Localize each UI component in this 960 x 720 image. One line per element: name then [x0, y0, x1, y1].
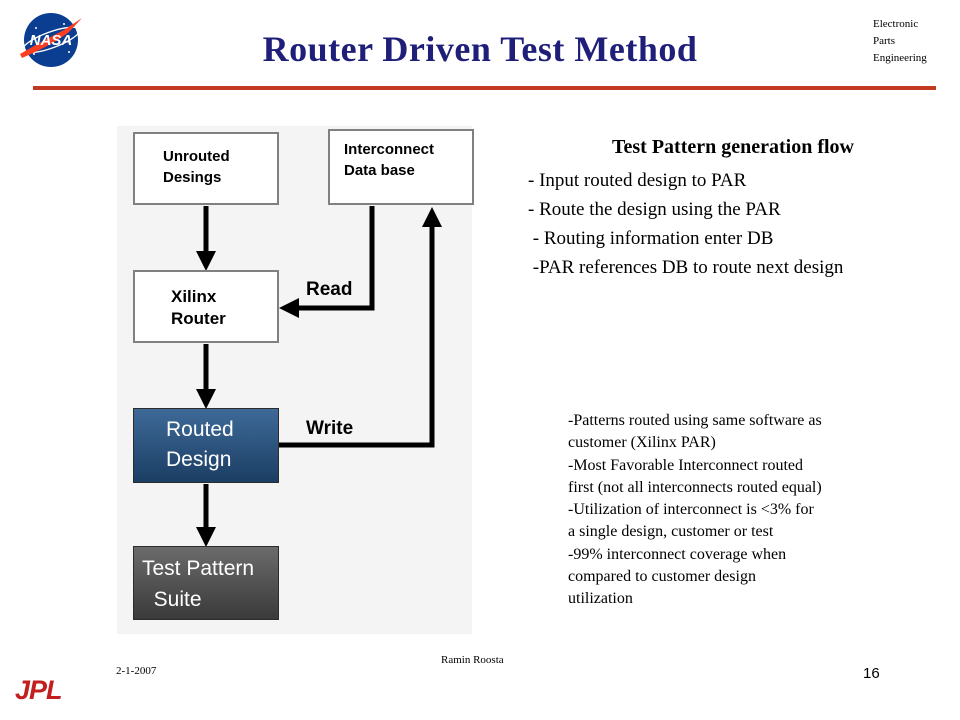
- note-line: compared to customer design: [568, 568, 756, 586]
- nasa-logo: NASA: [14, 10, 88, 75]
- arrow-read: [279, 206, 375, 318]
- test-line-1: Test Pattern: [142, 557, 255, 580]
- header-divider: [33, 86, 936, 90]
- test-line-2: Suite: [142, 588, 202, 611]
- footer-author: Ramin Roosta: [441, 654, 504, 666]
- department-line-3: Engineering: [873, 52, 927, 64]
- read-label: Read: [306, 279, 353, 300]
- notes-block: -Patterns routed using same software as …: [568, 410, 938, 611]
- unrouted-line-1: Unrouted: [163, 148, 230, 165]
- flow-step: - Routing information enter DB: [528, 228, 774, 249]
- flow-step: -PAR references DB to route next design: [528, 257, 844, 278]
- note-line: first (not all interconnects routed equa…: [568, 478, 822, 496]
- routed-line-2: Design: [166, 448, 232, 471]
- footer-date: 2-1-2007: [116, 665, 157, 677]
- department-label: Electronic Parts Engineering: [873, 16, 927, 67]
- write-label: Write: [306, 418, 354, 439]
- note-line: utilization: [568, 590, 633, 608]
- note-line: -Patterns routed using same software as: [568, 412, 822, 429]
- note-line: a single design, customer or test: [568, 523, 774, 541]
- department-line-2: Parts: [873, 35, 895, 47]
- unrouted-line-2: Desings: [163, 169, 222, 186]
- note-line: -Utilization of interconnect is <3% for: [568, 501, 814, 519]
- interconnect-database-box: Interconnect Data base: [328, 129, 474, 205]
- interconnect-line-1: Interconnect: [344, 141, 435, 158]
- page-number: 16: [863, 665, 880, 682]
- svg-text:NASA: NASA: [30, 32, 73, 49]
- xilinx-router-box: Xilinx Router: [133, 270, 279, 343]
- department-line-1: Electronic: [873, 18, 919, 30]
- unrouted-designs-box: Unrouted Desings: [133, 132, 279, 205]
- xilinx-line-2: Router: [171, 309, 226, 328]
- slide-title: Router Driven Test Method: [262, 29, 698, 69]
- xilinx-line-1: Xilinx: [171, 287, 217, 306]
- note-line: -99% interconnect coverage when: [568, 545, 787, 563]
- flow-steps: - Input routed design to PAR - Route the…: [528, 166, 843, 282]
- arrow-write: [279, 207, 442, 448]
- svg-text:JPL: JPL: [15, 675, 62, 705]
- flow-step: - Route the design using the PAR: [528, 199, 781, 220]
- test-pattern-suite-box: Test Pattern Suite: [133, 546, 279, 620]
- note-line: customer (Xilinx PAR): [568, 434, 716, 452]
- note-line: -Most Favorable Interconnect routed: [568, 456, 804, 474]
- jpl-logo: JPL: [13, 672, 69, 711]
- interconnect-line-2: Data base: [344, 162, 415, 179]
- flow-step: - Input routed design to PAR: [528, 170, 747, 191]
- flow-heading: Test Pattern generation flow: [612, 136, 854, 158]
- routed-design-box: Routed Design: [133, 408, 279, 483]
- routed-line-1: Routed: [166, 418, 234, 441]
